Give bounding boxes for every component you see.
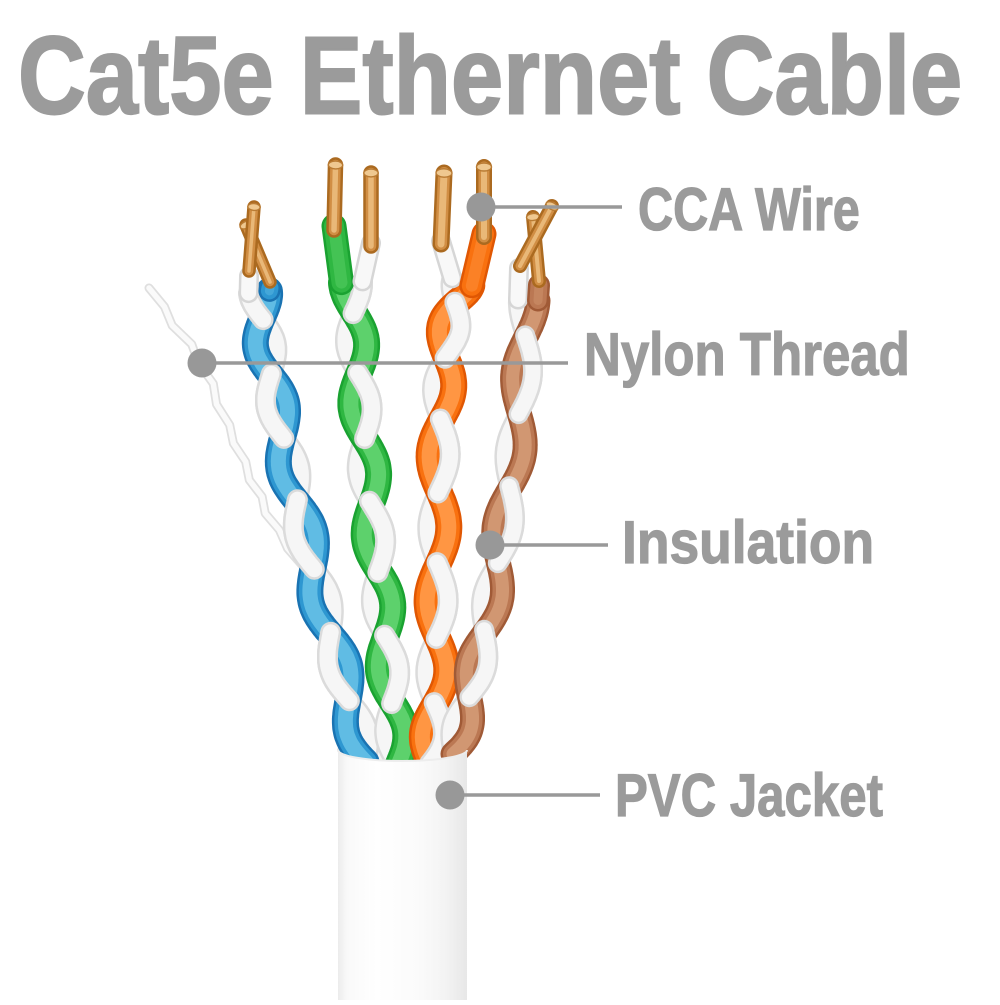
- svg-text:Insulation: Insulation: [622, 510, 874, 577]
- svg-text:PVC Jacket: PVC Jacket: [615, 761, 883, 829]
- svg-text:Nylon Thread: Nylon Thread: [584, 321, 910, 388]
- svg-text:CCA Wire: CCA Wire: [638, 176, 860, 243]
- svg-text:Cat5e Ethernet Cable: Cat5e Ethernet Cable: [18, 13, 962, 137]
